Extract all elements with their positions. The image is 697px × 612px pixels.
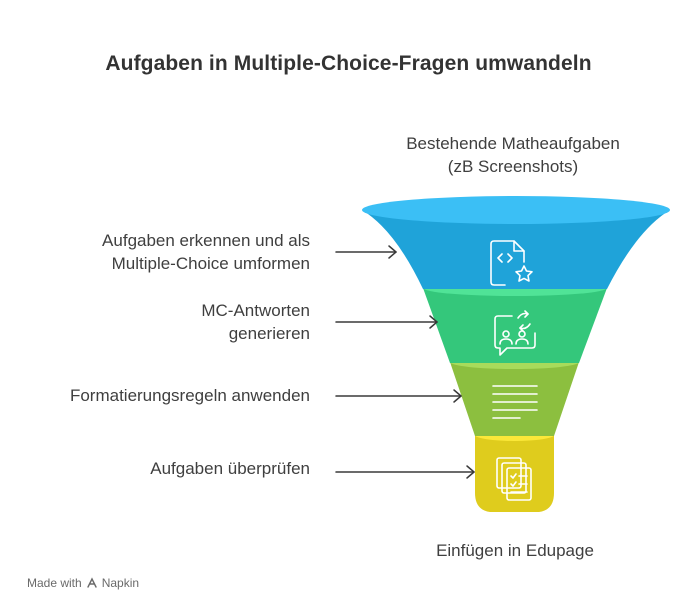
text-lines-icon xyxy=(492,385,538,419)
napkin-brand-text: Napkin xyxy=(101,576,140,590)
checklist-stack-icon xyxy=(496,457,532,501)
stage-2-segment xyxy=(423,288,607,363)
stage-4-segment xyxy=(475,435,554,512)
stage-3-label: Formatierungsregeln anwenden xyxy=(69,386,310,405)
stage-3-segment xyxy=(450,362,579,436)
napkin-watermark: Made with Napkin xyxy=(27,576,139,590)
diagram-title: Aufgaben in Multiple-Choice-Fragen umwan… xyxy=(105,52,592,75)
stage-4-label: Aufgaben überprüfen xyxy=(150,459,310,478)
funnel-input-label: Bestehende Matheaufgaben (zB Screenshots… xyxy=(406,134,620,176)
napkin-logo-icon xyxy=(87,577,97,588)
stage-1-segment xyxy=(362,210,670,289)
stage-1-arrow xyxy=(335,245,397,259)
funnel-output-label: Einfügen in Edupage xyxy=(436,541,594,560)
stage-4-arrow xyxy=(335,465,475,479)
document-code-star-icon xyxy=(490,240,533,286)
stage-1-label: Aufgaben erkennen und als Multiple-Choic… xyxy=(102,231,310,273)
stage-2-arrow xyxy=(335,315,438,329)
stage-2-label: MC-Antworten generieren xyxy=(201,301,310,343)
stage-3-arrow xyxy=(335,389,462,403)
made-with-text: Made with xyxy=(27,576,82,590)
funnel-rim-ellipse xyxy=(362,196,670,224)
people-exchange-icon xyxy=(494,310,536,356)
